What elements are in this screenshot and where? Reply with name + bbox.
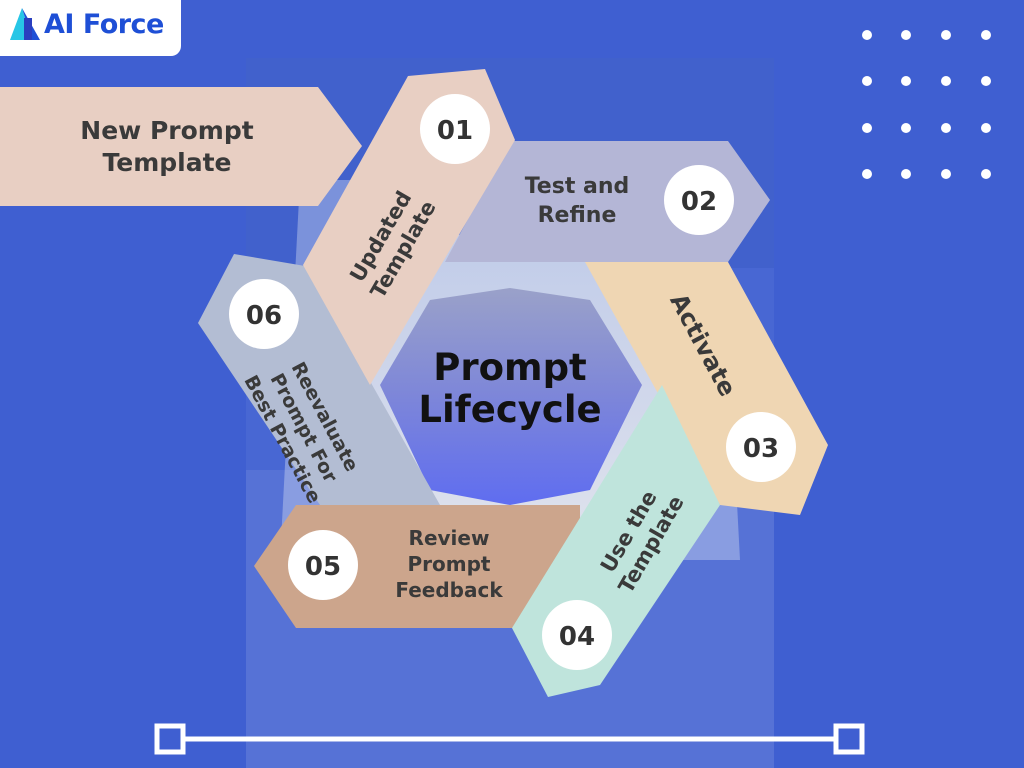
track-handle-left: [154, 723, 186, 755]
step-01: 01 Updated Template: [303, 69, 515, 385]
decoration-dot: [901, 169, 911, 179]
decoration-dot: [862, 123, 872, 133]
entry-arrow: New Prompt Template: [0, 87, 362, 206]
step-05-line3: Feedback: [395, 578, 503, 602]
decoration-dot: [862, 169, 872, 179]
step-05-line1: Review: [409, 526, 490, 550]
bottom-track-decoration: [154, 723, 865, 755]
step-01-badge: [420, 94, 490, 164]
step-06-badge: [229, 279, 299, 349]
track-handle-right: [833, 723, 865, 755]
decoration-dot: [941, 30, 951, 40]
dot-grid-decoration: [862, 30, 991, 179]
step-03-number: 03: [743, 434, 779, 464]
step-02-badge: [664, 165, 734, 235]
decoration-dot: [862, 30, 872, 40]
step-04-number: 04: [559, 622, 595, 652]
decoration-dot: [981, 169, 991, 179]
decoration-dot: [901, 30, 911, 40]
decoration-dot: [901, 123, 911, 133]
step-02: 02 Test and Refine: [445, 141, 770, 262]
brand-name: AI Force: [44, 9, 164, 40]
brand-logo: AI Force: [0, 0, 181, 56]
decoration-dot: [941, 76, 951, 86]
step-05: 05 Review Prompt Feedback: [254, 505, 580, 628]
step-04: 04 Use the Template: [512, 385, 720, 697]
decoration-dot: [941, 169, 951, 179]
decoration-dot: [862, 76, 872, 86]
ai-force-logo-icon: [10, 8, 40, 40]
decoration-dot: [901, 76, 911, 86]
step-02-line2: Refine: [538, 203, 617, 228]
step-03-badge: [726, 412, 796, 482]
step-05-badge: [288, 530, 358, 600]
title-line2: Lifecycle: [418, 388, 601, 431]
decoration-dot: [981, 30, 991, 40]
decoration-dot: [981, 123, 991, 133]
step-03: 03 Activate: [585, 262, 828, 515]
step-01-number: 01: [437, 116, 473, 146]
step-02-number: 02: [681, 187, 717, 217]
step-06-number: 06: [246, 301, 282, 331]
decoration-dot: [981, 76, 991, 86]
title-line1: Prompt: [433, 346, 587, 389]
step-02-line1: Test and: [525, 174, 630, 199]
entry-label-line1: New Prompt: [80, 116, 253, 145]
center-hexagon: [380, 288, 642, 505]
decoration-dot: [941, 123, 951, 133]
step-05-line2: Prompt: [408, 552, 491, 576]
step-05-number: 05: [305, 552, 341, 582]
entry-label-line2: Template: [103, 148, 232, 177]
step-04-badge: [542, 600, 612, 670]
